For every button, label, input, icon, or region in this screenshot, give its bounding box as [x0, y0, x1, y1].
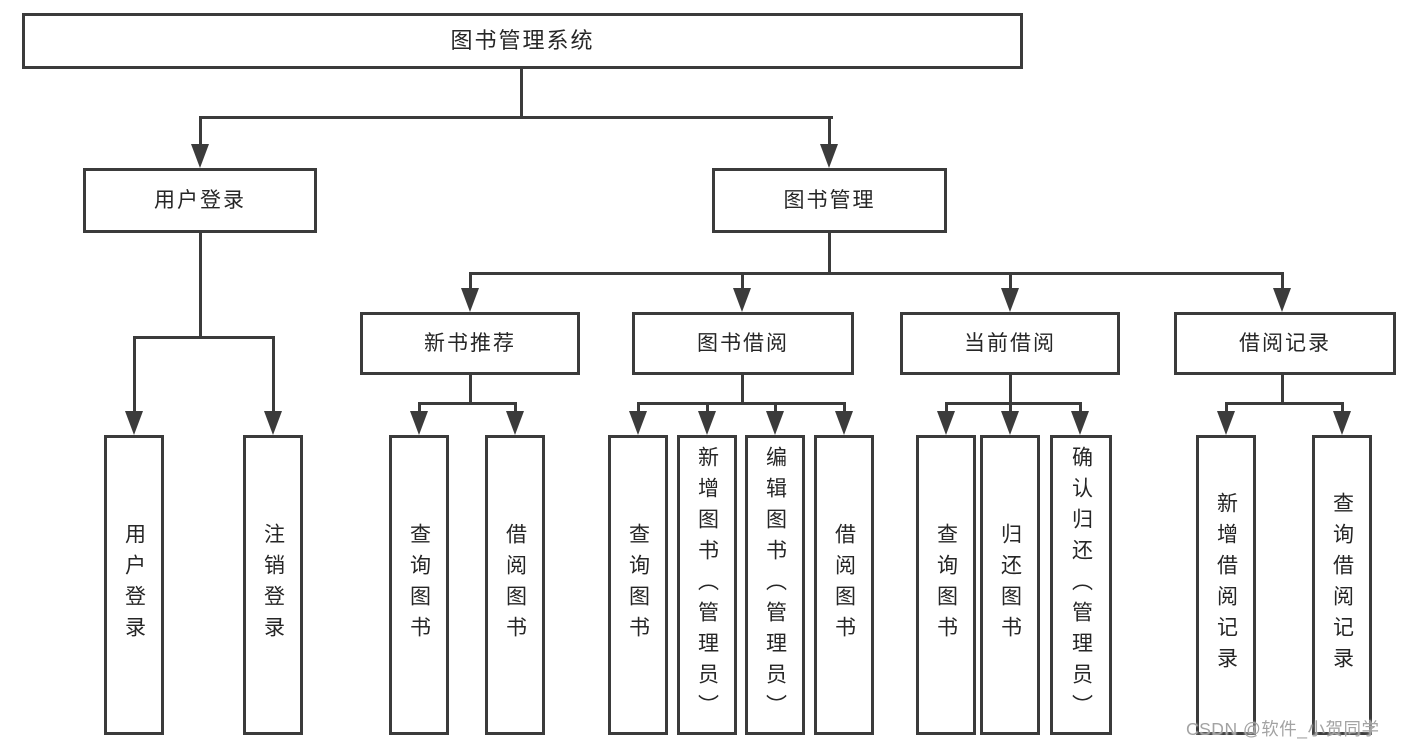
arrow-down-icon	[1071, 411, 1089, 435]
connector-drop	[418, 402, 421, 413]
node-label: 归还图书	[998, 523, 1022, 647]
arrow-down-icon	[1001, 411, 1019, 435]
connector-drop	[1225, 402, 1228, 413]
node-label: 用户登录	[154, 189, 246, 212]
connector-drop	[774, 402, 777, 413]
arrow-down-icon	[264, 411, 282, 435]
connector-user-login-rail	[133, 336, 275, 339]
connector-drop	[828, 116, 831, 146]
arrow-down-icon	[461, 288, 479, 312]
leaf-add-book-admin: 新增图书（管理员）	[677, 435, 737, 735]
connector-drop	[637, 402, 640, 413]
connector-drop	[843, 402, 846, 413]
node-book-management: 图书管理	[712, 168, 947, 233]
arrow-down-icon	[191, 144, 209, 168]
connector-drop	[469, 272, 472, 290]
connector-stub	[1281, 373, 1284, 404]
leaf-recommend-query-book: 查询图书	[389, 435, 449, 735]
connector-drop	[1009, 402, 1012, 413]
node-borrowing-records: 借阅记录	[1174, 312, 1396, 375]
node-label: 图书借阅	[697, 332, 789, 355]
connector-user-login-stub	[199, 231, 202, 338]
connector-rail	[418, 402, 517, 405]
node-label: 当前借阅	[964, 332, 1056, 355]
connector-stub	[469, 373, 472, 404]
node-label: 注销登录	[261, 523, 285, 647]
node-library-management-system: 图书管理系统	[22, 13, 1023, 69]
csdn-watermark: CSDN @软件_小贺同学	[1186, 719, 1380, 739]
arrow-down-icon	[1217, 411, 1235, 435]
arrow-down-icon	[698, 411, 716, 435]
arrow-down-icon	[1001, 288, 1019, 312]
node-label: 用户登录	[122, 523, 146, 647]
node-label: 借阅图书	[832, 523, 856, 647]
arrow-down-icon	[629, 411, 647, 435]
leaf-borrow-book: 借阅图书	[814, 435, 874, 735]
node-book-borrowing: 图书借阅	[632, 312, 854, 375]
arrow-down-icon	[820, 144, 838, 168]
leaf-add-borrow-record: 新增借阅记录	[1196, 435, 1256, 735]
node-label: 图书管理	[783, 189, 876, 212]
arrow-down-icon	[506, 411, 524, 435]
node-label: 查询图书	[626, 523, 650, 647]
connector-drop	[706, 402, 709, 413]
leaf-edit-book-admin: 编辑图书（管理员）	[745, 435, 805, 735]
node-label: 图书管理系统	[450, 28, 595, 53]
node-label: 借阅记录	[1239, 332, 1331, 355]
node-label: 新书推荐	[424, 332, 516, 355]
leaf-user-login: 用户登录	[104, 435, 164, 735]
connector-drop	[514, 402, 517, 413]
connector-book-mgmt-stub	[828, 231, 831, 274]
leaf-return-book: 归还图书	[980, 435, 1040, 735]
node-user-login: 用户登录	[83, 168, 317, 233]
connector-stub	[1009, 373, 1012, 404]
connector-drop	[1341, 402, 1344, 413]
arrow-down-icon	[733, 288, 751, 312]
arrow-down-icon	[1273, 288, 1291, 312]
leaf-query-borrow-record: 查询借阅记录	[1312, 435, 1372, 735]
node-label: 新增借阅记录	[1214, 492, 1238, 678]
connector-drop	[199, 116, 202, 146]
leaf-confirm-return-admin: 确认归还（管理员）	[1050, 435, 1112, 735]
leaf-current-query-book: 查询图书	[916, 435, 976, 735]
connector-level2-rail	[469, 272, 1284, 275]
node-label: 查询图书	[407, 523, 431, 647]
arrow-down-icon	[835, 411, 853, 435]
leaf-recommend-borrow-book: 借阅图书	[485, 435, 545, 735]
connector-stub	[741, 373, 744, 404]
node-label: 新增图书（管理员）	[695, 445, 719, 725]
node-label: 编辑图书（管理员）	[763, 445, 787, 725]
connector-drop	[741, 272, 744, 290]
node-label: 查询借阅记录	[1330, 492, 1354, 678]
connector-rail	[1225, 402, 1344, 405]
node-label: 查询图书	[934, 523, 958, 647]
connector-drop	[133, 336, 136, 413]
connector-rail	[637, 402, 846, 405]
connector-drop	[1281, 272, 1284, 290]
connector-drop	[1079, 402, 1082, 413]
arrow-down-icon	[1333, 411, 1351, 435]
node-current-borrowing: 当前借阅	[900, 312, 1120, 375]
connector-level1-rail	[199, 116, 833, 119]
connector-rail	[945, 402, 1082, 405]
node-new-book-recommendation: 新书推荐	[360, 312, 580, 375]
arrow-down-icon	[766, 411, 784, 435]
node-label: 借阅图书	[503, 523, 527, 647]
leaf-borrow-query-book: 查询图书	[608, 435, 668, 735]
arrow-down-icon	[125, 411, 143, 435]
connector-drop	[945, 402, 948, 413]
leaf-logout: 注销登录	[243, 435, 303, 735]
arrow-down-icon	[937, 411, 955, 435]
connector-root-stub	[520, 67, 523, 118]
connector-drop	[1009, 272, 1012, 290]
connector-drop	[272, 336, 275, 413]
arrow-down-icon	[410, 411, 428, 435]
node-label: 确认归还（管理员）	[1069, 445, 1093, 725]
